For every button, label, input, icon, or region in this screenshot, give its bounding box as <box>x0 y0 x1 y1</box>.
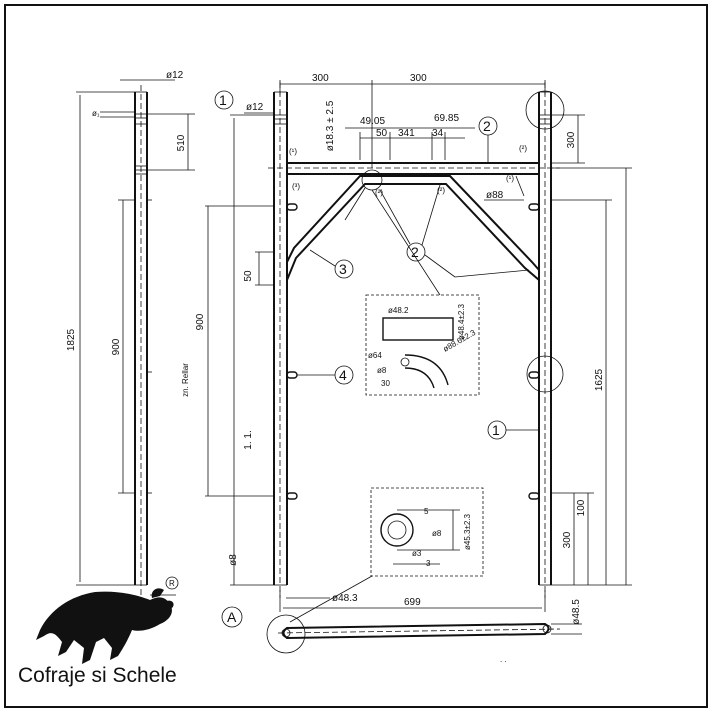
dim-300-bottom: 300 <box>562 531 573 548</box>
callout-1-right: 1 <box>492 422 500 438</box>
dim-300-top-right: 300 <box>566 131 577 148</box>
dim-49-05: 49.05 <box>360 116 385 127</box>
mark-2: (²) <box>519 144 527 153</box>
dim-dia8: ø8 <box>228 554 239 566</box>
side-tube-dia: ø12 <box>166 70 184 81</box>
brand-name: Cofraje si Schele <box>18 664 177 687</box>
d2-45: ø45.3±2.3 <box>463 513 472 550</box>
d1-30: 30 <box>381 379 390 388</box>
dim-1625: 1625 <box>594 368 605 391</box>
d1-64: ø64 <box>368 351 382 360</box>
mark-4: (¹) <box>506 174 514 183</box>
d1-48-2: ø48.2 <box>388 306 409 315</box>
mark-5: (²) <box>437 186 445 195</box>
dim-48-3: ø48.3 <box>332 593 358 604</box>
dim-699: 699 <box>404 597 421 608</box>
side-dim-900: 900 <box>111 338 122 355</box>
bottom-marks: . . <box>500 655 507 664</box>
rod-dia: ø12 <box>246 102 264 113</box>
dim-50-side: 50 <box>243 270 254 282</box>
bull-logo <box>36 588 174 664</box>
d1-8: ø8 <box>377 366 387 375</box>
callout-2-top: 2 <box>483 118 491 134</box>
mark-3: (²) <box>375 188 383 197</box>
callout-1-top: 1 <box>219 92 227 108</box>
d1-48-wall: ø48.4±2.3 <box>457 303 466 340</box>
dim-341: 341 <box>398 128 415 139</box>
d2-3b: 3 <box>426 559 431 568</box>
dim-1-1: 1. 1. <box>243 430 254 449</box>
mark-1: (¹) <box>289 147 297 156</box>
side-tiny-dim: ø₁ <box>92 109 100 118</box>
d2-3a: ø3 <box>412 549 422 558</box>
detail-box-1: ø48.2 ø48.4±2.3 ø64 ø8 30 ø88.6±2.3 <box>365 294 480 396</box>
side-dim-1825: 1825 <box>66 328 77 351</box>
dim-34: 34 <box>432 128 444 139</box>
dim-69-85: 69.85 <box>434 113 459 124</box>
callout-2-mid: 2 <box>411 244 419 260</box>
mark-6: (³) <box>292 182 300 191</box>
dim-50: 50 <box>376 128 388 139</box>
side-dim-510: 510 <box>176 134 187 151</box>
detail-box-2: 5 ø8 ø45.3±2.3 ø3 3 <box>289 487 484 623</box>
side-view: ø₁ ø12 510 1825 900 zn. Rellar R <box>66 70 195 596</box>
dim-300-left: 300 <box>312 73 329 84</box>
bar-dia: ø18.3 ± 2.5 <box>325 100 336 151</box>
dim-300-right: 300 <box>410 73 427 84</box>
dim-900-front: 900 <box>195 313 206 330</box>
dim-100: 100 <box>576 499 587 516</box>
front-view: 300 300 ø12 ø18.3 ± 2.5 49.05 69.85 50 3… <box>195 73 632 612</box>
callout-a: A <box>227 609 237 625</box>
callout-r: R <box>169 579 175 588</box>
callout-4: 4 <box>339 367 347 383</box>
callout-3: 3 <box>339 261 347 277</box>
d2-5: 5 <box>424 507 429 516</box>
side-note: zn. Rellar <box>181 363 190 397</box>
dim-48-5: ø48.5 <box>571 599 582 625</box>
bottom-tube: A ø48.5 . . <box>221 599 582 664</box>
d2-8: ø8 <box>432 529 442 538</box>
dim-88: ø88 <box>486 190 504 201</box>
